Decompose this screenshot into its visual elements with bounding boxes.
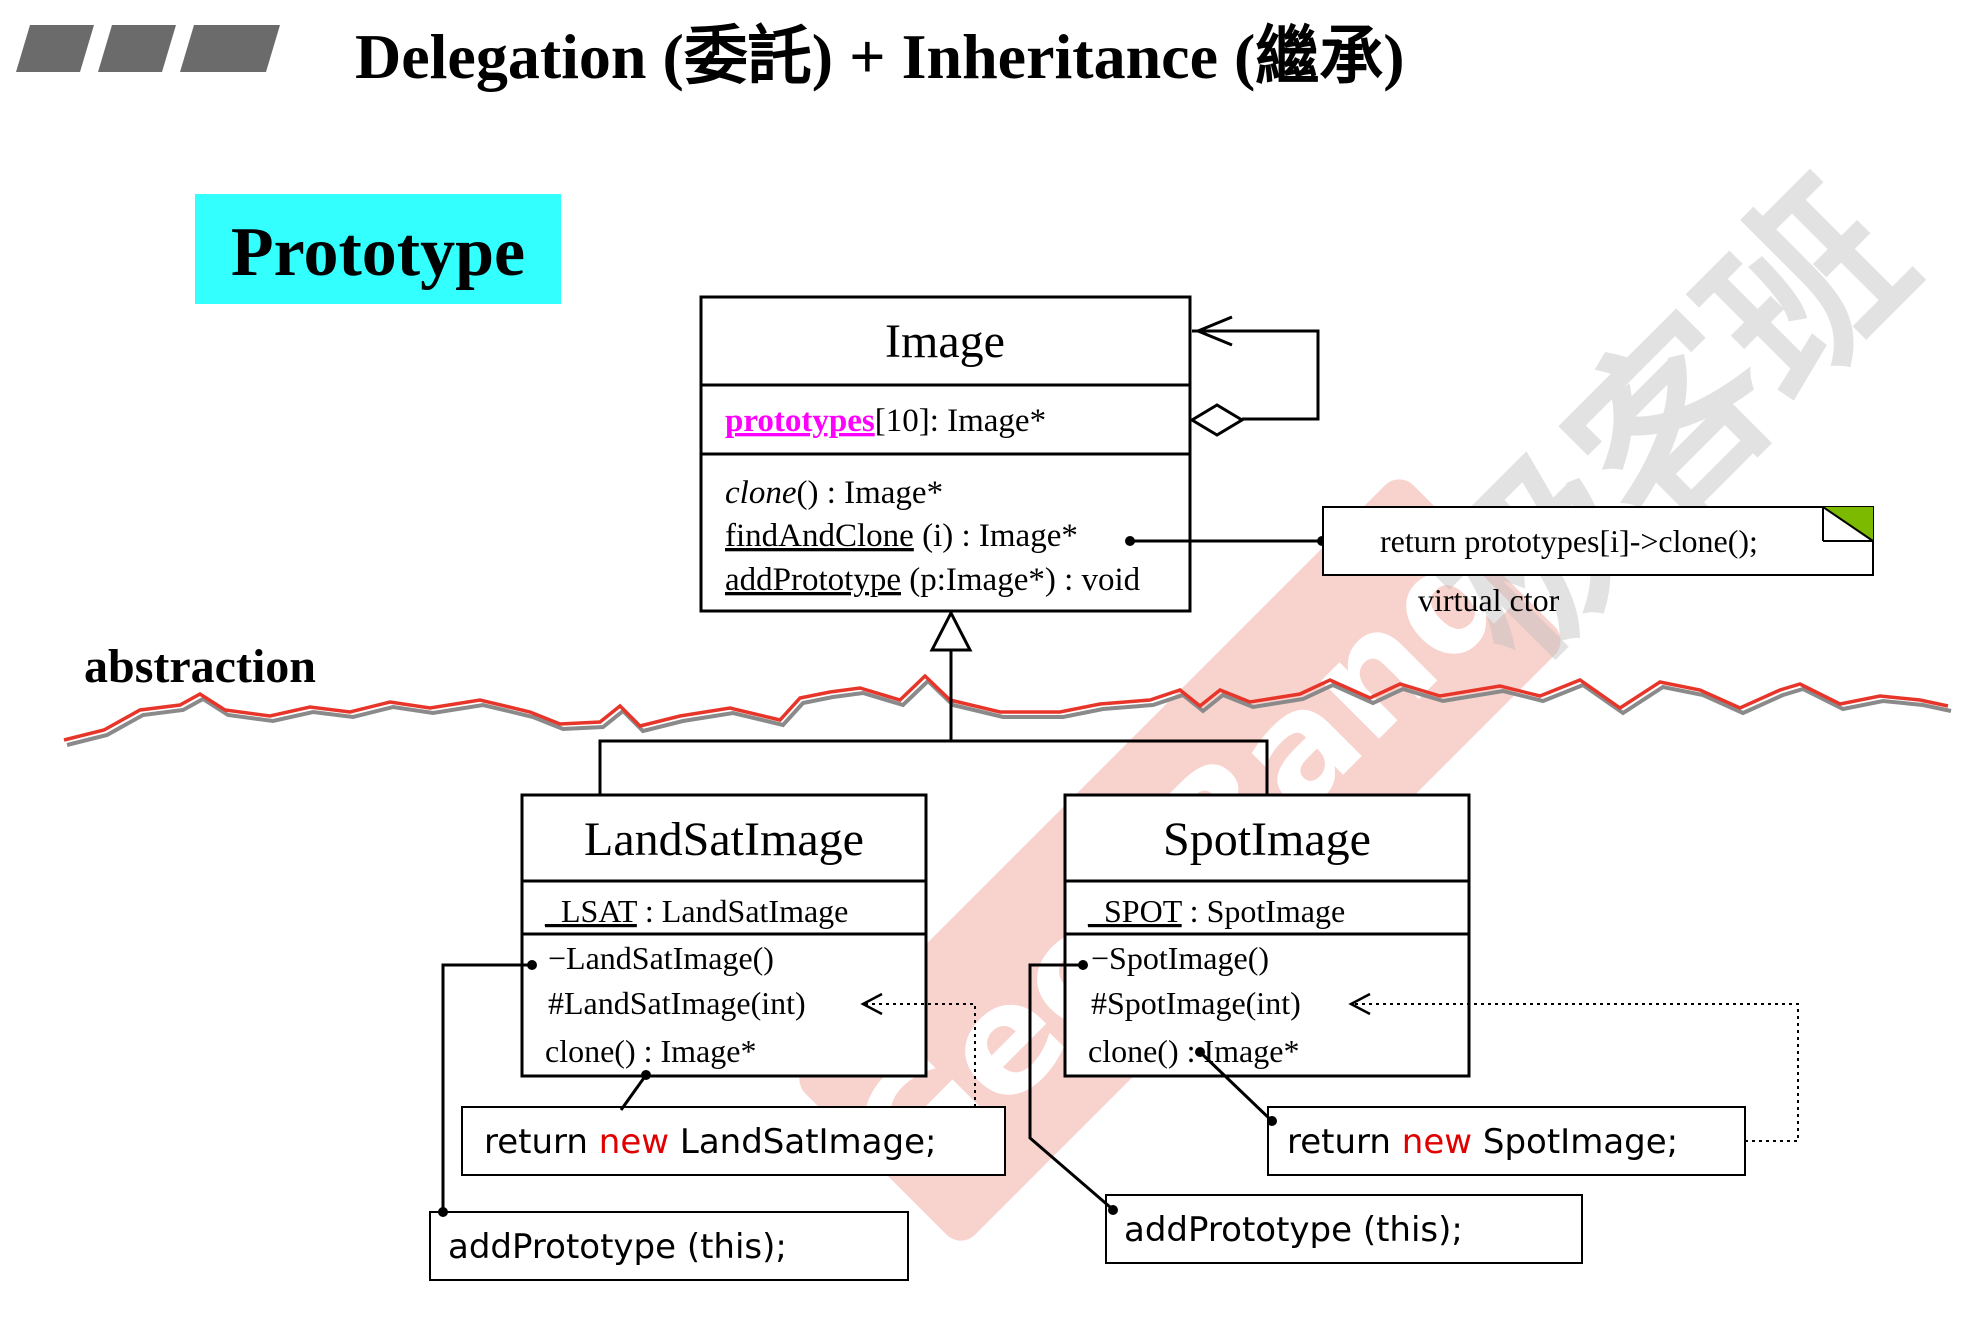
- self-aggregation-connector: [1189, 315, 1320, 437]
- spot-image-class: SpotImage _SPOT : SpotImage −SpotImage()…: [1063, 793, 1471, 1078]
- note-clone-call: return prototypes[i]->clone();: [1322, 506, 1874, 576]
- image-method-clone: clone() : Image*: [725, 475, 943, 511]
- spot-connectors: [1028, 960, 1799, 1215]
- spot-ctor-protected: #SpotImage(int): [1091, 985, 1301, 1021]
- image-attribute-prototypes: prototypes[10]: Image*: [725, 403, 1046, 439]
- inheritance-connector: [598, 609, 1269, 795]
- spot-ctor-arrow-icon: [1348, 992, 1371, 1016]
- spot-return-keyword: new: [1402, 1122, 1472, 1162]
- image-class: Image prototypes[10]: Image* clone() : I…: [699, 295, 1192, 613]
- landsat-return-keyword: new: [599, 1122, 669, 1162]
- landsat-class-name: LandSatImage: [584, 813, 864, 866]
- landsat-image-class: LandSatImage _LSAT : LandSatImage −LandS…: [520, 793, 928, 1078]
- spot-return-code-box: return new SpotImage;: [1267, 1106, 1746, 1176]
- watermark-text-right: 极客班: [1394, 144, 1953, 703]
- prototype-label-box: [195, 194, 561, 304]
- landsat-ctor-arrow-icon: [860, 992, 883, 1016]
- spot-attribute-name: _SPOT: [1087, 893, 1183, 929]
- aggregation-diamond-icon: [1189, 403, 1245, 437]
- image-method-clone-name: clone: [725, 475, 796, 511]
- landsat-ctor-protected: #LandSatImage(int): [548, 985, 806, 1021]
- landsat-return-code: return new LandSatImage;: [484, 1122, 936, 1162]
- spot-addprototype-code-box: addPrototype (this);: [1105, 1194, 1583, 1264]
- landsat-addprototype-code: addPrototype (this);: [448, 1227, 787, 1267]
- spot-addprototype-code: addPrototype (this);: [1124, 1210, 1463, 1250]
- prototype-label: Prototype: [231, 214, 525, 291]
- image-method-add-rest: (p:Image*) : void: [901, 562, 1141, 598]
- virtual-ctor-label: virtual ctor: [1418, 582, 1560, 618]
- landsat-return-suffix: LandSatImage;: [669, 1122, 936, 1162]
- image-method-find-name: findAndClone: [725, 518, 914, 554]
- image-method-find-rest: (i) : Image*: [914, 518, 1078, 554]
- spot-attribute-rest: : SpotImage: [1182, 893, 1346, 929]
- landsat-addprototype-code-box: addPrototype (this);: [429, 1211, 909, 1281]
- inheritance-arrow-icon: [929, 609, 973, 652]
- spot-return-code: return new SpotImage;: [1287, 1122, 1678, 1162]
- image-class-name: Image: [885, 315, 1005, 368]
- abstraction-label: abstraction: [84, 640, 316, 693]
- spot-return-suffix: SpotImage;: [1472, 1122, 1678, 1162]
- image-method-clone-rest: () : Image*: [796, 475, 943, 511]
- spot-attribute-spot: _SPOT : SpotImage: [1087, 893, 1345, 929]
- spot-ctor-private: −SpotImage(): [1091, 940, 1269, 976]
- landsat-clone-method: clone() : Image*: [545, 1033, 756, 1069]
- note-clone-call-text: return prototypes[i]->clone();: [1380, 523, 1758, 559]
- landsat-return-code-box: return new LandSatImage;: [461, 1106, 1006, 1176]
- header-bars-decoration: [16, 25, 280, 72]
- landsat-attribute-rest: : LandSatImage: [637, 893, 848, 929]
- spot-return-prefix: return: [1287, 1122, 1402, 1162]
- page-title: Delegation (委託) + Inheritance (繼承): [355, 21, 1405, 92]
- spot-clone-method: clone() : Image*: [1088, 1033, 1299, 1069]
- landsat-ctor-private: −LandSatImage(): [548, 940, 774, 976]
- landsat-connectors: [438, 960, 976, 1217]
- image-attribute-name: prototypes: [725, 403, 875, 439]
- landsat-return-prefix: return: [484, 1122, 599, 1162]
- image-method-add-name: addPrototype: [725, 562, 901, 598]
- landsat-attribute-name: _LSAT: [544, 893, 638, 929]
- abstraction-boundary-line: [63, 673, 1952, 747]
- image-method-addprototype: addPrototype (p:Image*) : void: [725, 562, 1141, 598]
- spot-class-name: SpotImage: [1163, 813, 1371, 866]
- image-method-findandclone: findAndClone (i) : Image*: [725, 518, 1078, 554]
- image-attribute-rest: [10]: Image*: [875, 403, 1046, 439]
- landsat-attribute-lsat: _LSAT : LandSatImage: [544, 893, 848, 929]
